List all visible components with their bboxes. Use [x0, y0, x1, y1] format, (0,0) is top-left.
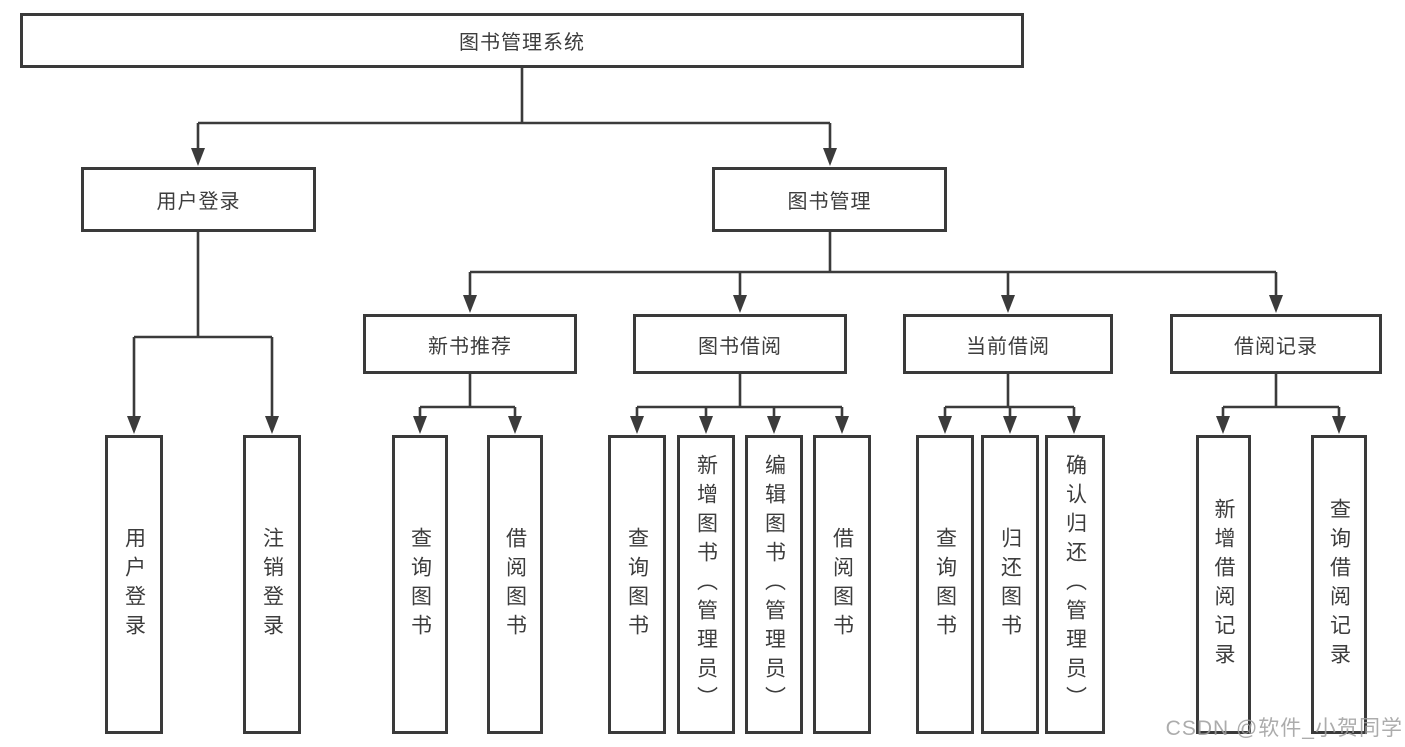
node-new-book-recommend-label: 新书推荐 — [428, 335, 512, 358]
csdn-watermark: CSDN @软件_小贺同学 — [1165, 717, 1403, 740]
connector-mgmt-to-level2 — [468, 232, 1278, 296]
arrowheads-level1 — [191, 148, 837, 166]
leaf-query-books-2: 查询图书 — [608, 435, 666, 734]
node-current-borrowing-label: 当前借阅 — [966, 335, 1050, 358]
leaf-query-books-3-label: 查询图书 — [933, 526, 957, 643]
node-book-management-module-label: 图书管理 — [787, 191, 872, 213]
connector-borrow-to-leaves — [635, 374, 844, 418]
node-user-login-module-label: 用户登录 — [156, 191, 241, 213]
node-system-root: 图书管理系统 — [20, 13, 1024, 68]
leaf-add-books-admin: 新增图书（管理员） — [677, 435, 735, 734]
leaf-logout-label: 注销登录 — [260, 526, 284, 643]
node-book-borrowing-label: 图书借阅 — [698, 335, 782, 358]
node-current-borrowing: 当前借阅 — [903, 314, 1113, 374]
leaf-query-books-2-label: 查询图书 — [625, 526, 649, 643]
node-book-management-module: 图书管理 — [712, 167, 947, 232]
leaf-query-books-1-label: 查询图书 — [408, 526, 432, 643]
connector-newrec-to-leaves — [418, 374, 517, 418]
connector-records-to-leaves — [1221, 374, 1341, 418]
leaf-return-books: 归还图书 — [981, 435, 1039, 734]
connector-root-to-level1 — [196, 68, 832, 149]
leaf-return-books-label: 归还图书 — [998, 526, 1022, 643]
node-system-root-label: 图书管理系统 — [459, 32, 585, 54]
leaf-borrow-books-1: 借阅图书 — [487, 435, 543, 734]
leaf-edit-books-admin: 编辑图书（管理员） — [745, 435, 803, 734]
arrowheads-leaf-level — [413, 416, 1346, 434]
connector-current-to-leaves — [943, 374, 1076, 418]
node-user-login-module: 用户登录 — [81, 167, 316, 232]
node-borrowing-records-label: 借阅记录 — [1234, 335, 1318, 358]
node-borrowing-records: 借阅记录 — [1170, 314, 1382, 374]
node-book-borrowing: 图书借阅 — [633, 314, 847, 374]
leaf-add-borrow-record: 新增借阅记录 — [1196, 435, 1251, 734]
arrowheads-login-leaves — [127, 416, 279, 434]
leaf-add-books-admin-label: 新增图书（管理员） — [694, 454, 718, 715]
leaf-edit-books-admin-label: 编辑图书（管理员） — [762, 454, 786, 715]
leaf-borrow-books-2-label: 借阅图书 — [830, 526, 854, 643]
leaf-logout: 注销登录 — [243, 435, 301, 734]
leaf-borrow-books-1-label: 借阅图书 — [503, 526, 527, 643]
leaf-confirm-return-admin: 确认归还（管理员） — [1045, 435, 1105, 734]
leaf-borrow-books-2: 借阅图书 — [813, 435, 871, 734]
connector-login-to-leaves — [132, 232, 274, 418]
leaf-user-login: 用户登录 — [105, 435, 163, 734]
leaf-query-books-3: 查询图书 — [916, 435, 974, 734]
leaf-user-login-label: 用户登录 — [122, 526, 146, 643]
leaf-confirm-return-admin-label: 确认归还（管理员） — [1063, 454, 1087, 715]
leaf-add-borrow-record-label: 新增借阅记录 — [1212, 497, 1235, 672]
arrowheads-level2 — [463, 295, 1283, 313]
leaf-query-books-1: 查询图书 — [392, 435, 448, 734]
node-new-book-recommend: 新书推荐 — [363, 314, 577, 374]
leaf-query-borrow-record: 查询借阅记录 — [1311, 435, 1367, 734]
leaf-query-borrow-record-label: 查询借阅记录 — [1327, 497, 1351, 672]
